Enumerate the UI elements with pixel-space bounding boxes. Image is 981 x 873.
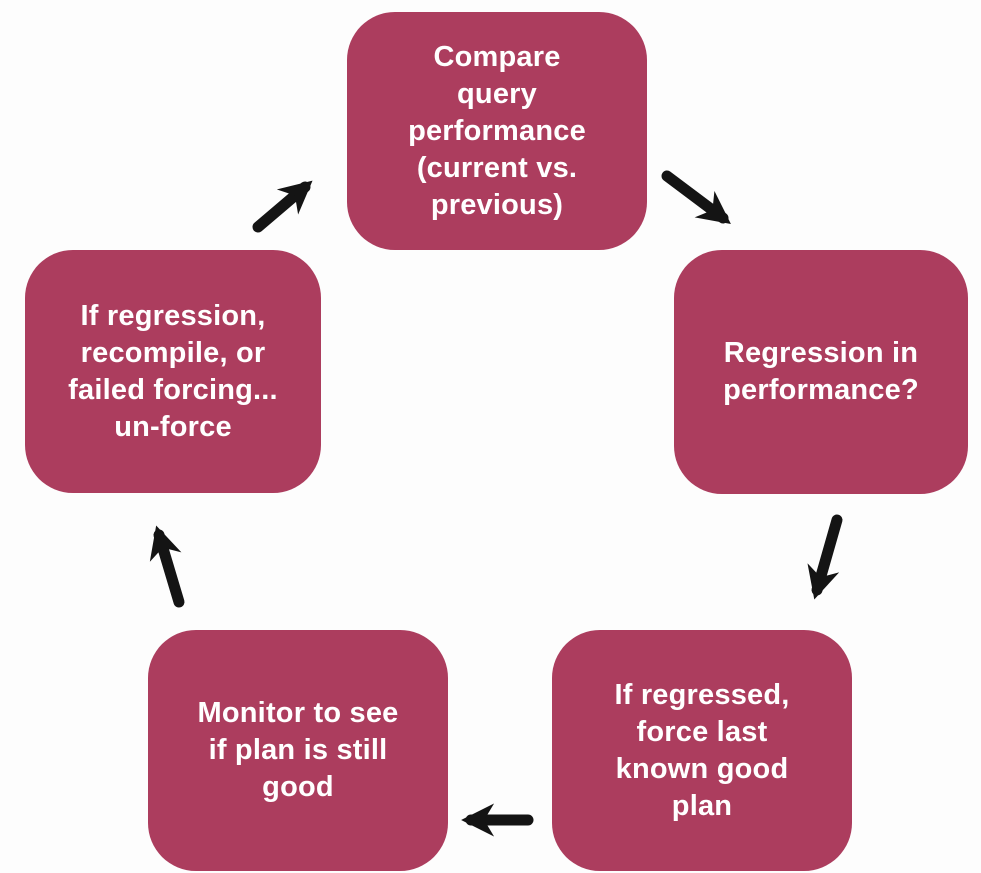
node-regression-in-performance: Regression in performance?	[674, 250, 968, 494]
arrow-force-to-monitor-icon	[461, 803, 534, 837]
node-label: If regression, recompile, or failed forc…	[68, 299, 278, 443]
arrow-regression-to-force-icon	[807, 514, 843, 600]
node-label: Compare query performance (current vs. p…	[408, 40, 586, 221]
arrow-monitor-to-unforce-icon	[149, 525, 185, 608]
node-compare-query-performance: Compare query performance (current vs. p…	[347, 12, 647, 250]
arrow-unforce-to-compare-icon	[252, 180, 313, 233]
node-unforce: If regression, recompile, or failed forc…	[25, 250, 321, 493]
node-label: If regressed, force last known good plan	[614, 678, 790, 822]
node-monitor-plan: Monitor to see if plan is still good	[148, 630, 448, 871]
arrow-compare-to-regression-icon	[661, 170, 731, 224]
node-label: Monitor to see if plan is still good	[197, 697, 399, 803]
node-force-last-known-good-plan: If regressed, force last known good plan	[552, 630, 852, 871]
node-label: Regression in performance?	[723, 337, 919, 406]
